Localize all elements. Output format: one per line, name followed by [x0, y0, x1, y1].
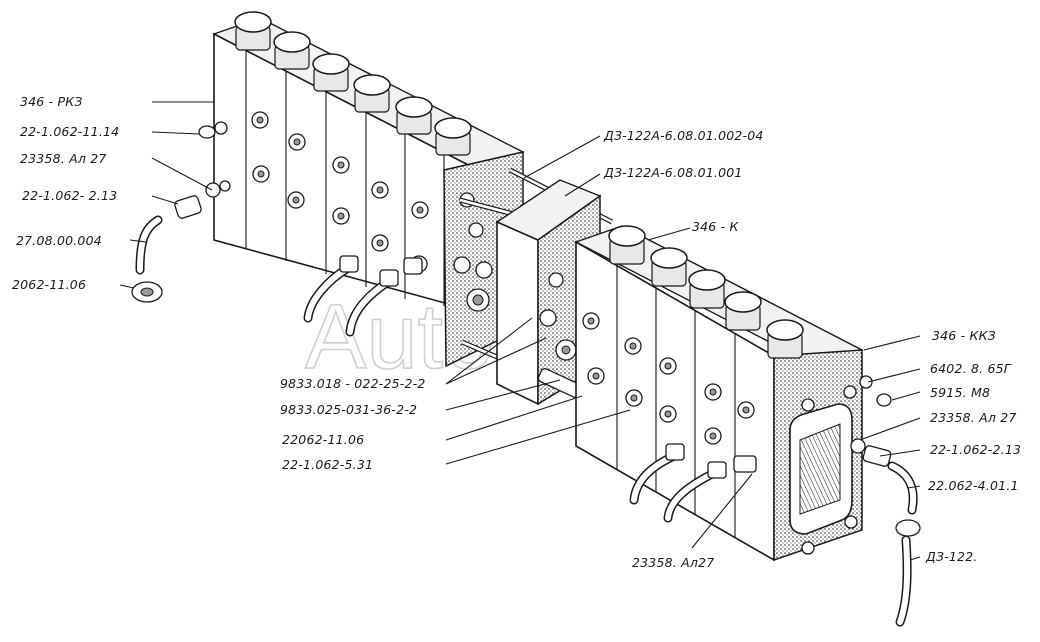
left-exploded-parts	[131, 121, 231, 303]
right-block-fittings	[582, 312, 755, 445]
label-d3-122a-001: ДЗ-122А-6.08.01.001	[603, 165, 743, 180]
label-23358-al27-top: 23358. Ал 27	[20, 151, 107, 166]
leader-lines	[119, 101, 921, 561]
label-d3-122: ДЗ-122.	[925, 549, 978, 564]
left-block-pipes	[303, 255, 423, 337]
label-9833-018: 9833.018 - 022-25-2-2	[280, 376, 426, 391]
right-block-pipes	[629, 443, 757, 523]
label-27-08-00-004: 27.08.00.004	[16, 233, 102, 248]
label-346-kk3: 346 - ККЗ	[932, 328, 996, 343]
label-22-062-4-01-1: 22.062-4.01.1	[928, 478, 1019, 493]
left-block-fittings	[251, 111, 429, 273]
callout-labels: 346 - РКЗ 22-1.062-11.14 23358. Ал 27 22…	[12, 94, 1021, 570]
label-346-k: 346 - К	[692, 219, 740, 234]
label-22-1062-2-13-left: 22-1.062- 2.13	[22, 188, 117, 203]
right-valve-block	[574, 225, 864, 562]
label-23358-al27-right: 23358. Ал 27	[930, 410, 1017, 425]
label-22-1062-5-31: 22-1.062-5.31	[282, 457, 373, 472]
label-d3-122a-002-04: ДЗ-122А-6.08.01.002-04	[603, 128, 764, 143]
label-2062-11-06: 2062-11.06	[12, 277, 86, 292]
label-9833-025: 9833.025-031-36-2-2	[280, 402, 417, 417]
right-block-caps	[608, 225, 804, 359]
label-346-rk3: 346 - РКЗ	[20, 94, 83, 109]
label-5915-m8: 5915. М8	[930, 385, 990, 400]
label-23358-al27-bottom: 23358. Ал27	[632, 555, 714, 570]
left-block-caps	[234, 11, 472, 156]
right-exploded-parts	[850, 375, 921, 627]
label-22062-11-06: 22062-11.06	[282, 432, 364, 447]
label-22-1062-2-13-right: 22-1.062-2.13	[930, 442, 1021, 457]
label-22-1062-11-14: 22-1.062-11.14	[20, 124, 119, 139]
label-6402-8-65g: 6402. 8. 65Г	[930, 361, 1012, 376]
